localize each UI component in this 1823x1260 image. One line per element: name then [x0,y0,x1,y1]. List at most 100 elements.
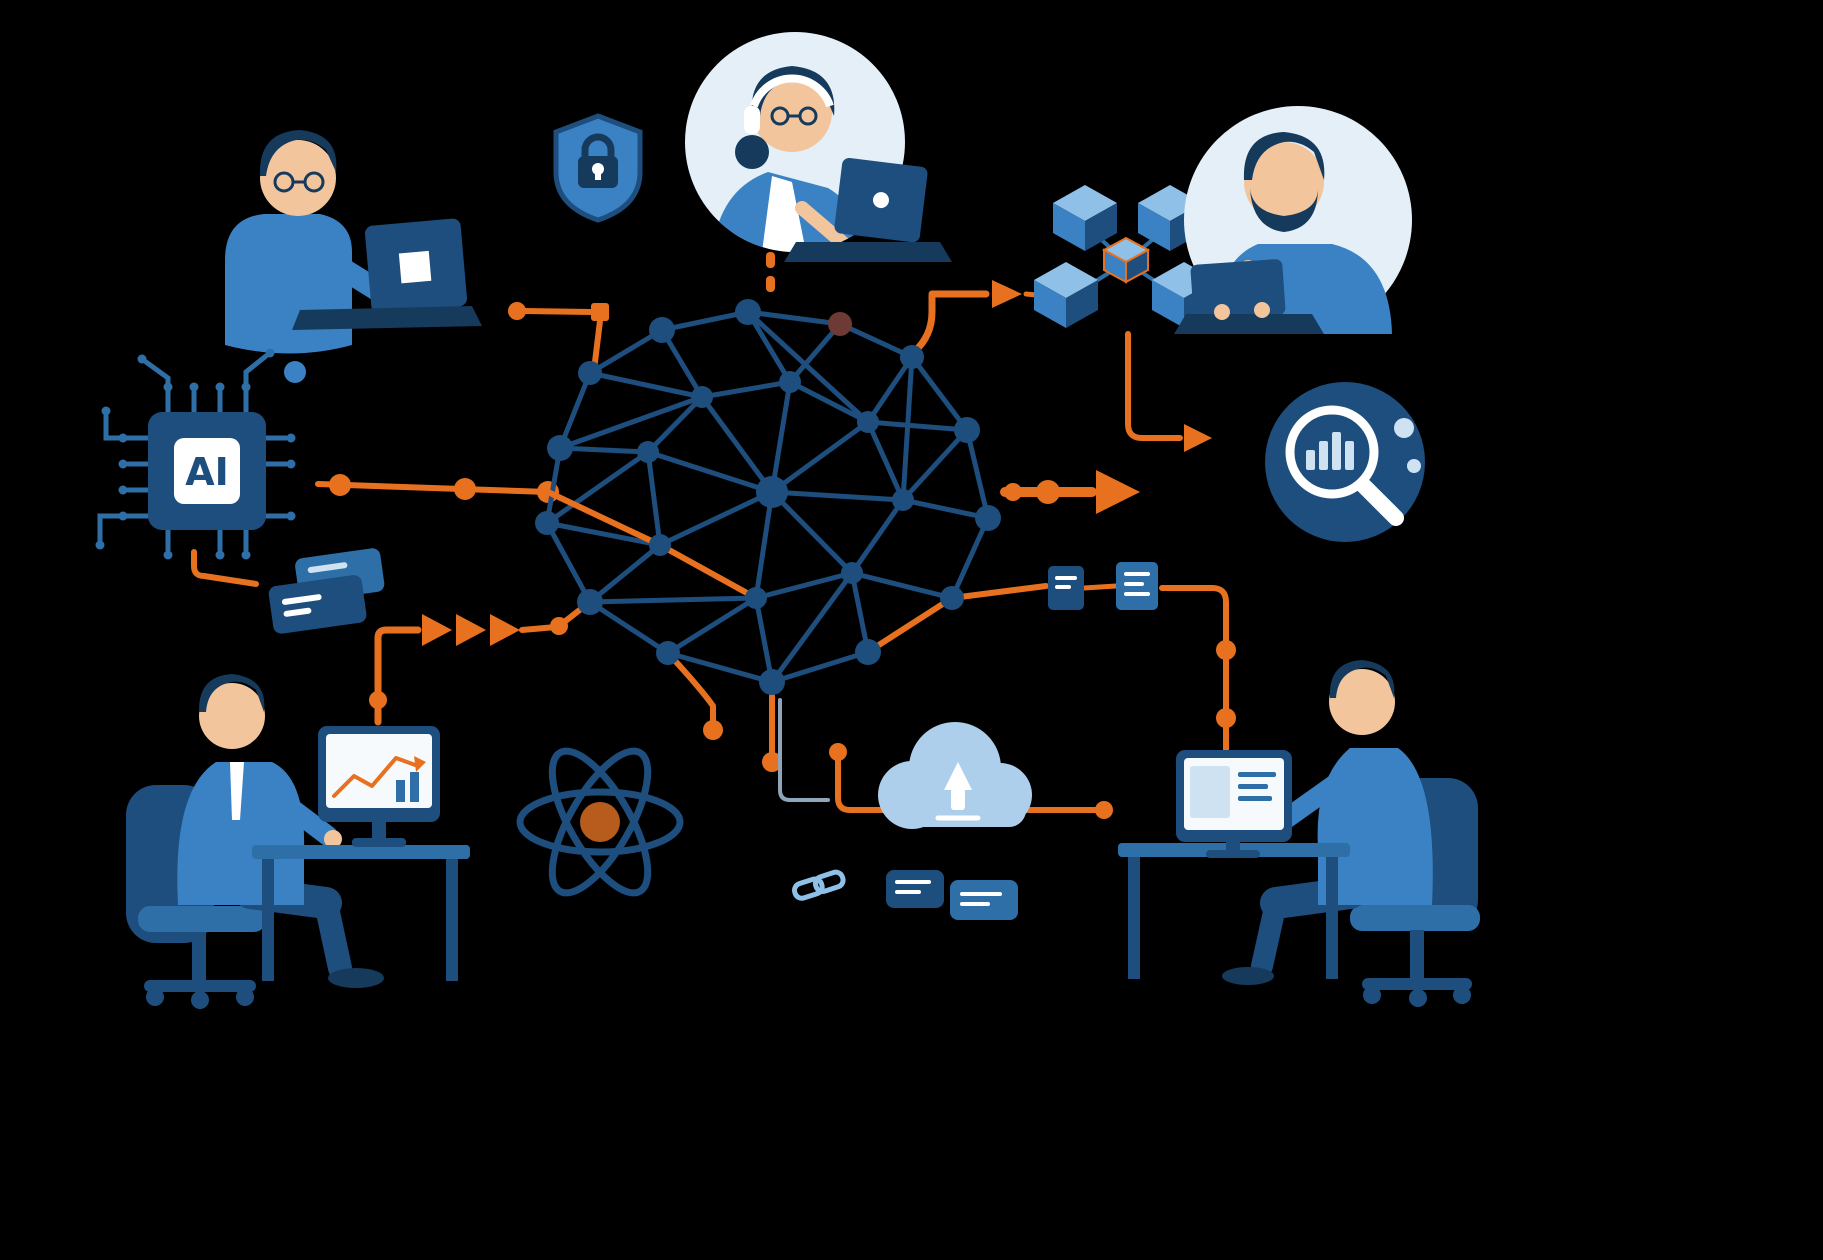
screen-document-panel [1190,766,1230,818]
laptop-logo [872,192,889,209]
cube-icon [1034,262,1098,328]
cube-icon [1053,185,1117,251]
laptop-base [292,306,482,330]
server-icon [950,880,1018,920]
chart-arrowhead [414,756,426,772]
atom-orbit [516,788,684,856]
document-line [1055,585,1071,589]
connector-line [521,308,594,315]
connector-dot [329,474,351,496]
bearded-man-with-laptop [1174,106,1412,334]
connector-line [591,318,603,373]
badge-dot [1394,418,1414,438]
connector-line [949,583,1049,601]
upload-arrow-icon [944,762,972,790]
chart-bar [410,772,419,802]
connector-elbow [374,626,422,726]
document-line [1124,582,1144,586]
connector-dot-blue [284,361,306,383]
connector-dot [762,752,782,772]
arrowhead-icon [1096,470,1140,514]
mesh-center-node [756,476,788,508]
support-woman-in-circle [685,32,952,262]
line-chart-monitor [318,726,440,847]
bar-chart-in-lens [1306,432,1354,470]
card-line [307,562,348,573]
connector-line [1081,583,1119,591]
server-line [960,892,1002,896]
magnifier-handle [1356,478,1404,526]
circuit-connectors [191,252,1237,823]
chair-wheel [1363,986,1381,1004]
person-head [260,140,336,216]
chain-link-icon [792,869,846,901]
glasses-icon [273,171,325,193]
desk-leg [262,859,274,981]
monitor-stand [372,822,386,839]
arrowhead-icon [422,614,452,646]
security-shield-lock-icon [553,113,643,223]
mesh-nodes [535,299,1001,695]
lock-shackle [581,133,615,158]
connector-square-node [591,303,609,321]
laptop-screen-back [1190,259,1286,321]
connector-dot [1216,640,1236,660]
arrowhead-icon [490,614,520,646]
lock-keyhole-stem [595,171,601,180]
connector-elbow [1125,331,1183,441]
chair-seat [138,906,266,932]
ai-processor-chip-icon: AI [95,348,296,560]
atom-icon [516,747,684,897]
laptop-icon [1190,259,1286,321]
woman-arm [795,201,851,251]
database-server-icons [886,870,1018,920]
upload-arrow-stem [951,788,965,810]
ai-chip-label: AI [185,450,229,494]
connector-dot [369,691,387,709]
document-line [1124,592,1150,596]
glasses-icon [770,106,818,126]
card-line [281,594,322,605]
man-hair [1329,660,1395,698]
desk-leg [1128,857,1140,979]
chart-bar [396,780,405,802]
screen-text-line [1238,772,1276,777]
chair-wheel [236,988,254,1006]
connector-dot [703,720,723,740]
man-hand [324,830,342,848]
chair-wheel [1453,986,1471,1004]
connector-thin-line [778,698,830,802]
man-hair [198,674,265,712]
arrowhead-icon [456,614,486,646]
connector-elbow [1159,585,1229,815]
chip-pins [95,348,296,560]
document-line [1124,572,1150,576]
server-line [960,902,990,906]
headphones-band [750,74,834,108]
atom-nucleus [580,802,620,842]
man-head [1244,142,1324,222]
monitor-stand [1226,842,1240,850]
man-head [199,683,265,749]
document-icons [1048,562,1158,610]
chair-seat [1350,905,1480,931]
connector-dot [1036,480,1060,504]
laptop-base [784,242,952,262]
connector-dot [829,743,847,761]
chair-pedestal [1410,930,1424,978]
woman-hair [751,66,835,116]
monitor-base [352,838,406,847]
connector-dot [454,478,476,500]
magnifier-lens-icon [1285,405,1379,499]
center-cube-icon [1101,236,1151,284]
connector-dot [1004,483,1022,501]
woman-hair-bun [735,135,769,169]
man-head [1329,669,1395,735]
server-line [895,880,931,884]
monitor-screen [326,734,432,808]
connector-dash [766,252,775,268]
chair-wheel [191,991,209,1009]
screen-text-line [1238,796,1272,801]
analyst-at-desk-bottom-left [126,674,470,1009]
